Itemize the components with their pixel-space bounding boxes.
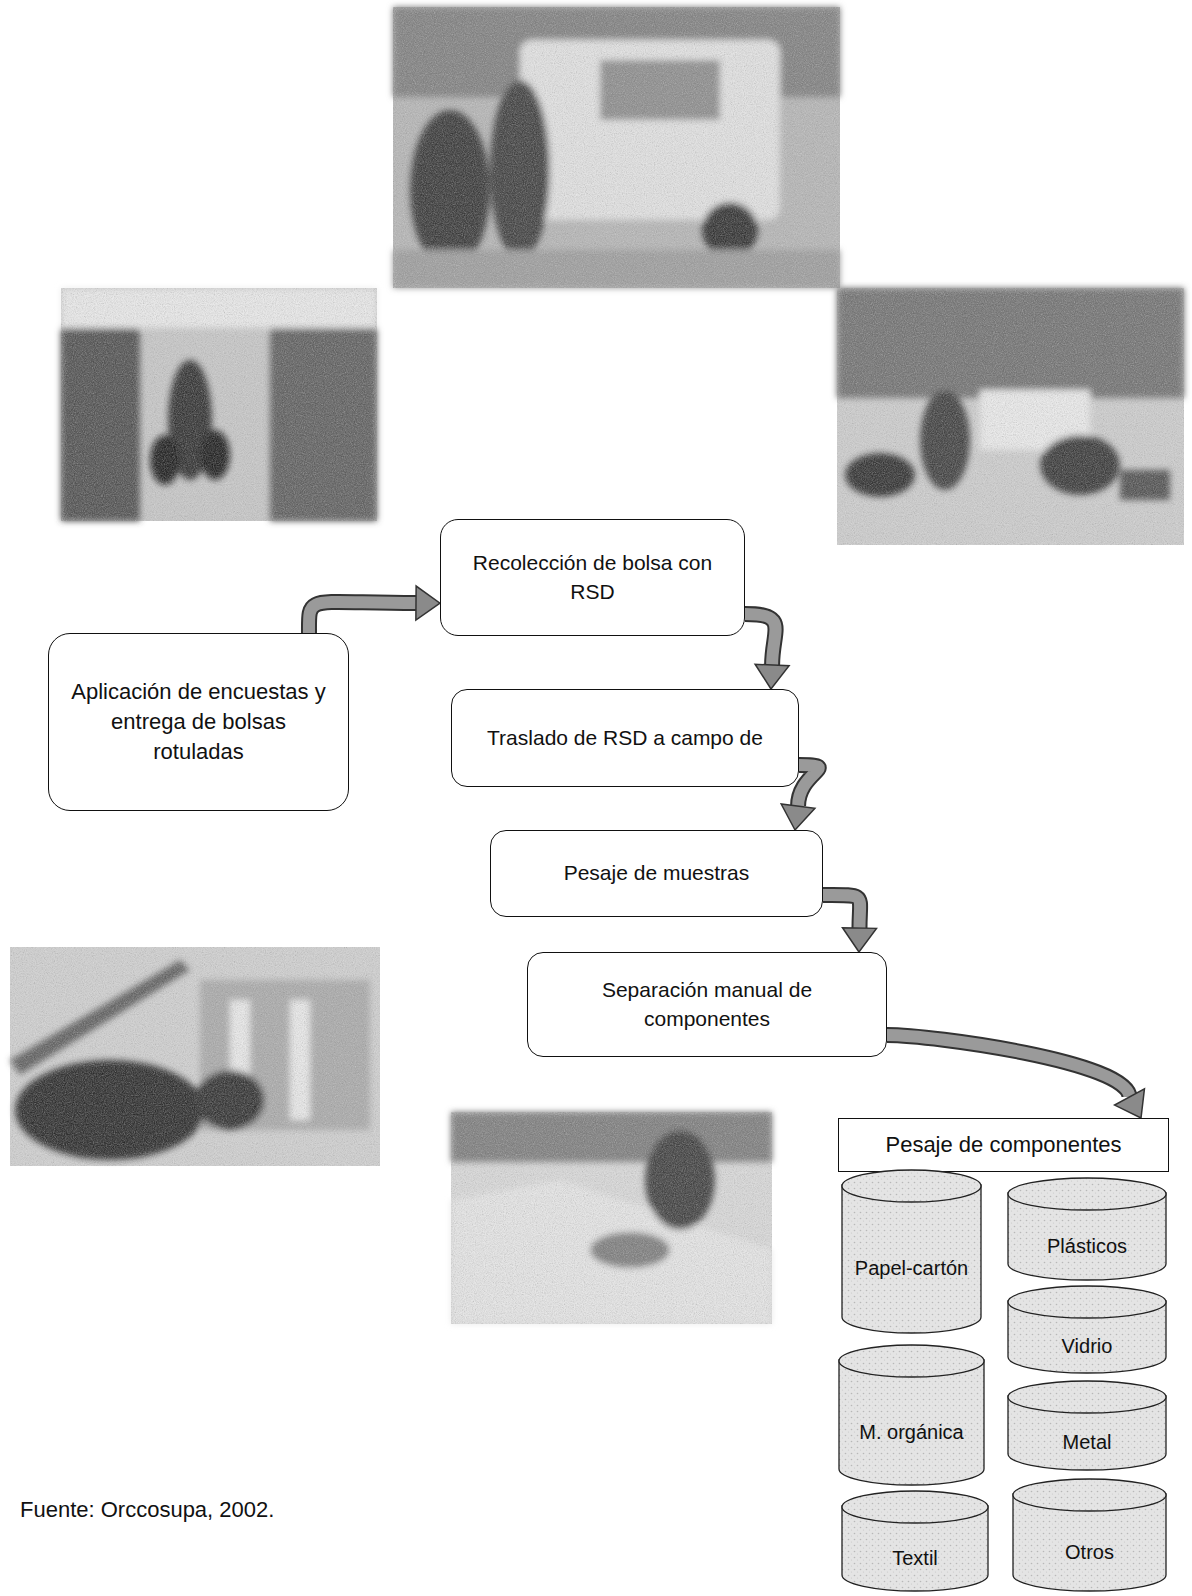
node-label: M. orgánica — [844, 1419, 979, 1446]
flow-arrow — [887, 1035, 1144, 1118]
arrow-body — [887, 1035, 1130, 1097]
cylinder-shape — [841, 1169, 982, 1334]
cylinder-top — [839, 1345, 984, 1377]
flow-arrow — [745, 614, 789, 689]
arrow-body — [309, 602, 416, 633]
caption: Fuente: Orccosupa, 2002. — [20, 1497, 274, 1523]
arrow-outline — [309, 602, 416, 633]
component-cylinder: Plásticos — [1007, 1177, 1167, 1281]
cylinder-top — [842, 1170, 981, 1202]
photo-street — [61, 288, 377, 521]
arrow-head — [755, 664, 789, 689]
node-label: Vidrio — [1013, 1333, 1161, 1360]
node-label: Recolección de bolsa con RSD — [459, 549, 726, 606]
cylinder-shape — [1007, 1177, 1167, 1281]
node-label: Papel-cartón — [847, 1255, 976, 1282]
node-label: Otros — [1018, 1539, 1161, 1566]
component-cylinder: Vidrio — [1007, 1285, 1167, 1374]
process-box: Separación manual de componentes — [527, 952, 887, 1057]
arrow-outline — [745, 614, 776, 665]
node-label: Aplicación de encuestas y entrega de bol… — [67, 677, 330, 766]
arrow-body — [823, 895, 860, 928]
cylinder-shape — [1012, 1478, 1167, 1592]
cylinder-body — [842, 1185, 981, 1333]
arrow-body — [798, 765, 819, 806]
flow-arrow — [309, 586, 440, 633]
node-label: Pesaje de componentes — [885, 1130, 1121, 1160]
node-label: Plásticos — [1013, 1233, 1161, 1260]
cylinder-shape — [1007, 1285, 1167, 1374]
cylinder-top — [1013, 1479, 1166, 1511]
photo-sorting — [451, 1112, 772, 1324]
node-label: Metal — [1013, 1429, 1161, 1456]
photo-field — [837, 288, 1184, 545]
process-box: Pesaje de muestras — [490, 830, 823, 917]
node-label: Traslado de RSD a campo de — [487, 724, 763, 752]
node-label: Pesaje de muestras — [564, 859, 750, 887]
cylinder-top — [1008, 1178, 1166, 1210]
node-label: Textil — [847, 1545, 983, 1572]
arrow-head — [1115, 1089, 1145, 1118]
process-box: Traslado de RSD a campo de — [451, 689, 799, 787]
cylinder-shape — [841, 1490, 989, 1592]
component-cylinder: Metal — [1007, 1380, 1167, 1471]
cylinder-body — [839, 1360, 984, 1485]
cylinder-top — [1008, 1381, 1166, 1413]
arrow-head — [781, 804, 815, 830]
component-cylinder: M. orgánica — [838, 1344, 985, 1486]
cylinder-shape — [838, 1344, 985, 1486]
node-label: Separación manual de componentes — [546, 976, 868, 1033]
flow-arrow — [823, 895, 876, 952]
component-cylinder: Papel-cartón — [841, 1169, 982, 1334]
arrow-outline — [798, 765, 819, 806]
process-box: Recolección de bolsa con RSD — [440, 519, 745, 636]
cylinder-top — [1008, 1286, 1166, 1318]
cylinder-shape — [1007, 1380, 1167, 1471]
arrow-head — [842, 928, 876, 952]
arrow-head — [416, 586, 440, 620]
component-cylinder: Otros — [1012, 1478, 1167, 1592]
photo-transfer — [10, 947, 380, 1166]
photo-van — [393, 7, 840, 288]
process-box: Pesaje de componentes — [838, 1118, 1169, 1172]
arrow-outline — [887, 1035, 1130, 1097]
arrow-body — [745, 614, 776, 665]
component-cylinder: Textil — [841, 1490, 989, 1592]
cylinder-top — [842, 1491, 988, 1523]
process-box: Aplicación de encuestas y entrega de bol… — [48, 633, 349, 811]
arrow-outline — [823, 895, 860, 928]
